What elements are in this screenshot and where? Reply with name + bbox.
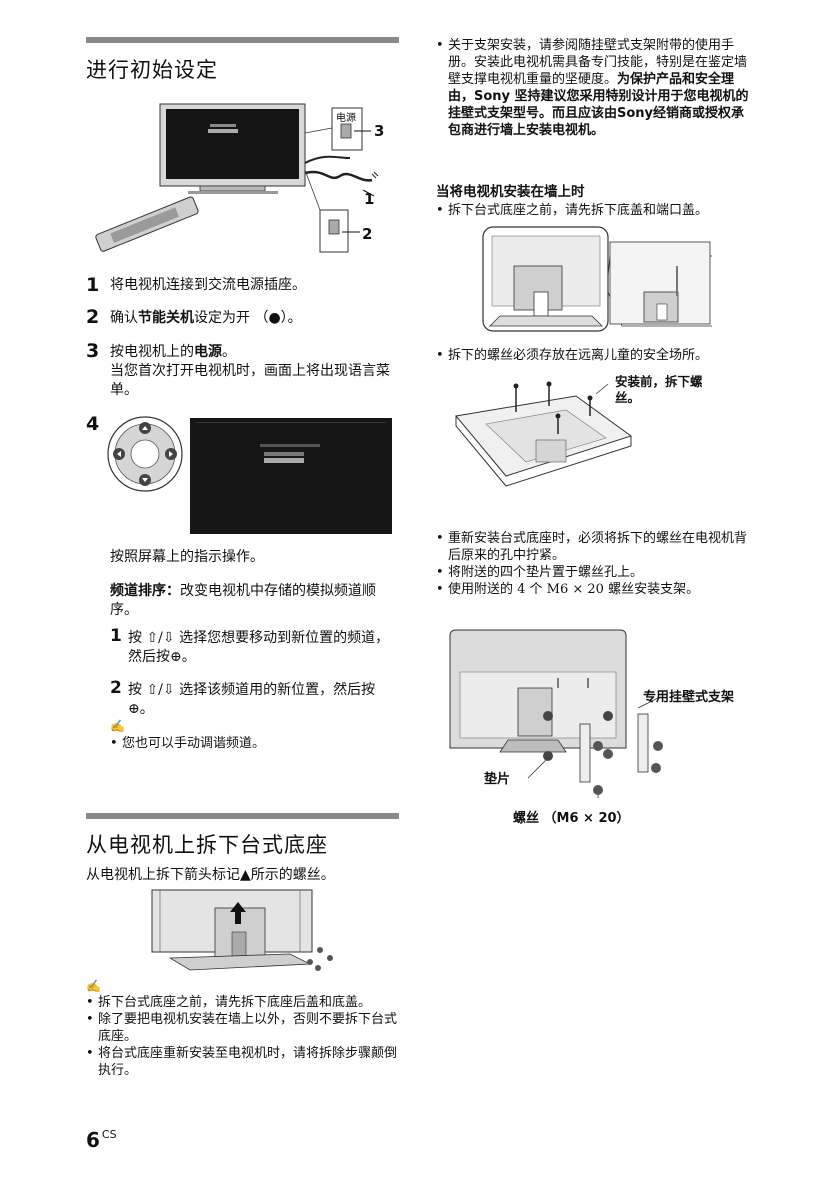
bottom-bullet-item: 将附送的四个垫片置于螺丝孔上。 bbox=[436, 564, 752, 581]
remote-dpad-illustration bbox=[106, 414, 186, 494]
step-2-pre: 确认 bbox=[110, 310, 138, 326]
callout-3: 3 bbox=[374, 122, 385, 140]
page-lang: CS bbox=[101, 1128, 117, 1141]
callout-1: 1 bbox=[364, 190, 375, 208]
stand-cover-illustration bbox=[482, 226, 712, 334]
bracket-svg bbox=[449, 629, 663, 798]
channel-sort-desc: 频道排序：改变电视机中存储的模拟频道顺序。 bbox=[110, 582, 400, 620]
section2-intro: 从电视机上拆下箭头标记▲所示的螺丝。 bbox=[86, 867, 335, 883]
bottom-bullet-list: 重新安装台式底座时，必须将拆下的螺丝在电视机背后原来的孔中拧紧。 将附送的四个垫… bbox=[436, 530, 752, 598]
note-item: 拆下台式底座之前，请先拆下底座后盖和底盖。 bbox=[86, 994, 400, 1011]
step-4-number: 4 bbox=[86, 413, 100, 435]
stand-cover-svg bbox=[482, 226, 712, 332]
wall-bullet-list: 拆下台式底座之前，请先拆下底盖和端口盖。 bbox=[436, 202, 752, 219]
bottom-bullet-item: 重新安装台式底座时，必须将拆下的螺丝在电视机背后原来的孔中拧紧。 bbox=[436, 530, 752, 564]
wall-bullet-item: 拆下台式底座之前，请先拆下底盖和端口盖。 bbox=[436, 202, 752, 219]
step-3-pre: 按电视机上的 bbox=[110, 344, 194, 360]
section-title-initial-setup: 进行初始设定 bbox=[86, 58, 218, 82]
bracket-install-note: 关于支架安装，请参阅随挂壁式支架附带的使用手册。安装此电视机需具备专门技能，特别… bbox=[436, 37, 752, 139]
stand-removal-svg bbox=[151, 889, 333, 971]
note-icon-2: ✍ bbox=[86, 979, 101, 993]
bracket-label: 专用挂壁式支架 bbox=[643, 690, 735, 705]
dpad-svg bbox=[107, 416, 183, 492]
section-title-remove-stand: 从电视机上拆下台式底座 bbox=[86, 833, 328, 857]
pad-label: 垫片 bbox=[484, 772, 511, 787]
section2-notes: 拆下台式底座之前，请先拆下底座后盖和底盖。 除了要把电视机安装在墙上以外，否则不… bbox=[86, 994, 400, 1079]
screw-bullet-item: 拆下的螺丝必须存放在远离儿童的安全场所。 bbox=[436, 347, 752, 364]
right-top-bullet: 关于支架安装，请参阅随挂壁式支架附带的使用手册。安装此电视机需具备专门技能，特别… bbox=[436, 37, 752, 139]
channel-sort-text: 改变电视机中存储的模拟频道顺序。 bbox=[110, 583, 376, 618]
step-2-post: 设定为开 （●）。 bbox=[194, 310, 302, 326]
screw-remove-label: 安装前，拆下螺丝。 bbox=[615, 374, 703, 405]
tv-setup-illustration: 电源 3 1 2 bbox=[90, 98, 400, 258]
substep-2-text: 按 ⇧/⇩ 选择该频道用的新位置，然后按⊕。 bbox=[128, 682, 376, 717]
page-number: 6 bbox=[86, 1128, 100, 1152]
language-menu-screen bbox=[190, 418, 392, 534]
note-icon: ✍ bbox=[110, 719, 125, 733]
step-3-number: 3 bbox=[86, 340, 100, 362]
step-4-follow: 按照屏幕上的指示操作。 bbox=[110, 549, 264, 565]
bottom-bullet-item: 使用附送的 4 个 M6 × 20 螺丝安装支架。 bbox=[436, 581, 752, 598]
step-3-sub: 当您首次打开电视机时，画面上将出现语言菜单。 bbox=[110, 363, 390, 398]
note-item: 除了要把电视机安装在墙上以外，否则不要拆下台式底座。 bbox=[86, 1011, 400, 1045]
step-1-text: 将电视机连接到交流电源插座。 bbox=[110, 277, 306, 293]
tv-back-svg bbox=[455, 381, 633, 487]
screw-spec-label: 螺丝 （M6 × 20） bbox=[513, 811, 630, 826]
tv-back-screws-illustration bbox=[446, 376, 646, 498]
substep-1-number: 1 bbox=[110, 626, 122, 646]
step-3-bold: 电源 bbox=[194, 344, 222, 360]
screw-bullet-list: 拆下的螺丝必须存放在远离儿童的安全场所。 bbox=[436, 347, 752, 364]
section1-notes: 您也可以手动调谐频道。 bbox=[110, 735, 400, 752]
stand-removal-illustration bbox=[150, 888, 350, 976]
wall-mount-heading: 当将电视机安装在墙上时 bbox=[436, 184, 585, 200]
section-divider bbox=[86, 37, 399, 43]
step-1-number: 1 bbox=[86, 274, 100, 296]
substep-2-number: 2 bbox=[110, 678, 122, 698]
step-3-text: 按电视机上的电源。 当您首次打开电视机时，画面上将出现语言菜单。 bbox=[110, 343, 400, 400]
channel-sort-label: 频道排序： bbox=[110, 583, 180, 599]
step-2-text: 确认节能关机设定为开 （●）。 bbox=[110, 309, 302, 328]
tv-illustration-svg bbox=[95, 103, 379, 253]
power-label: 电源 bbox=[336, 113, 356, 124]
note-item: 您也可以手动调谐频道。 bbox=[110, 735, 400, 752]
note-item: 将台式底座重新安装至电视机时，请将拆除步骤颠倒执行。 bbox=[86, 1045, 400, 1079]
section-divider-2 bbox=[86, 813, 399, 819]
callout-2: 2 bbox=[362, 225, 373, 243]
step-2-bold: 节能关机 bbox=[138, 310, 194, 326]
substep-1-text: 按 ⇧/⇩ 选择您想要移动到新位置的频道，然后按⊕。 bbox=[128, 630, 390, 665]
bracket-install-illustration bbox=[448, 628, 668, 798]
step-2-number: 2 bbox=[86, 306, 100, 328]
step-3-post: 。 bbox=[222, 344, 236, 360]
